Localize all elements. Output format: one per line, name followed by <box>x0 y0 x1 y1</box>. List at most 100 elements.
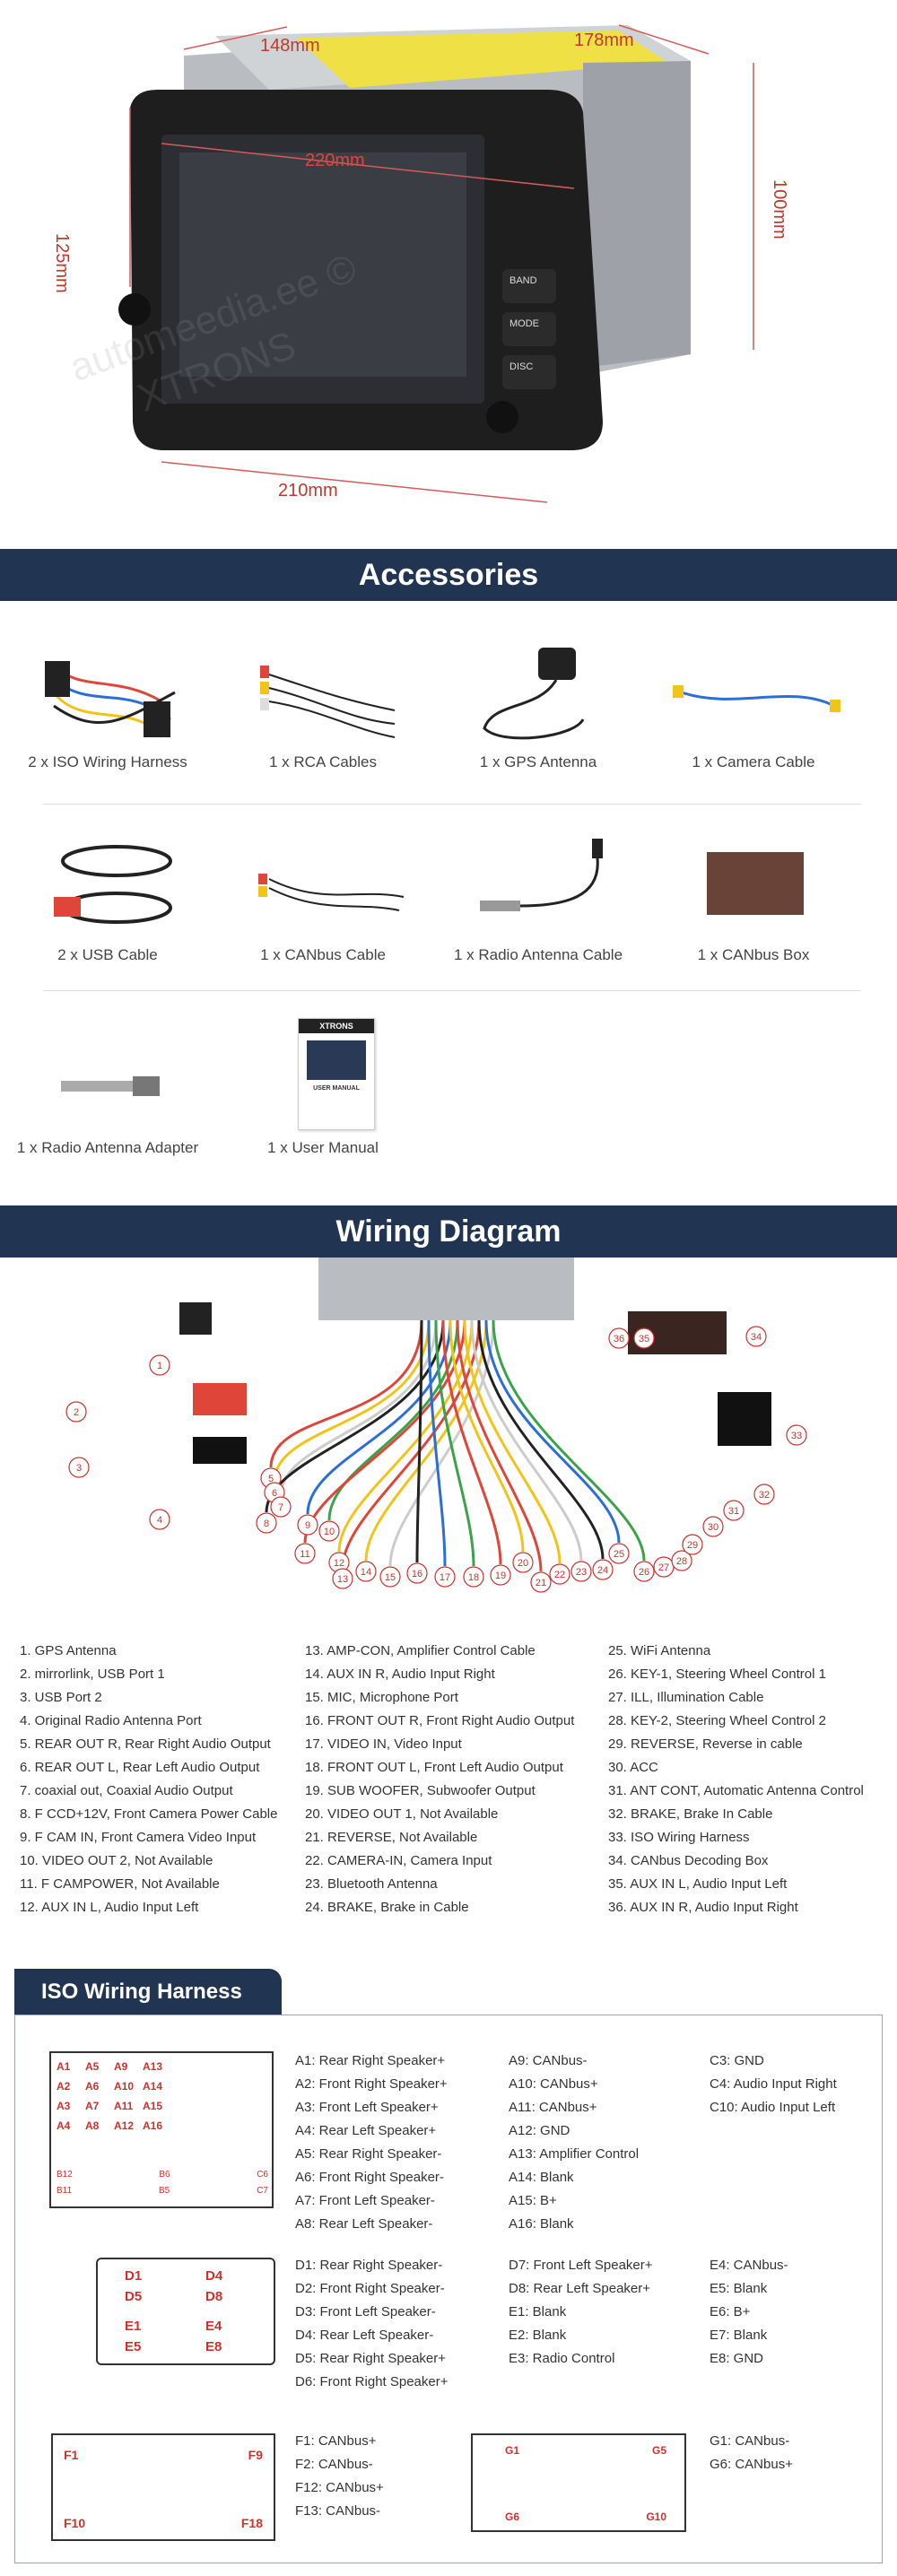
accessory-label: 1 x RCA Cables <box>269 753 377 770</box>
pin-label: G6 <box>505 2511 520 2523</box>
pin-label: A6 <box>85 2080 100 2093</box>
pin-desc: E6: B+ <box>710 2304 751 2319</box>
connector-b-row-1: B12 B6 C6 <box>57 2170 268 2180</box>
dim-face-width: 220mm <box>305 151 365 170</box>
pin-label: E4 <box>205 2319 222 2334</box>
pin-desc: E1: Blank <box>509 2304 567 2319</box>
pin-label: E5 <box>125 2339 142 2354</box>
wire <box>448 1319 525 1553</box>
legend-item: 24. BRAKE, Brake in Cable <box>305 1900 469 1915</box>
pin-label: A5 <box>85 2060 100 2073</box>
legend-item: 36. AUX IN R, Audio Input Right <box>608 1900 798 1915</box>
wiring-callout: 4 <box>149 1509 170 1530</box>
wiring-callout: 16 <box>406 1562 428 1584</box>
pin-label: F10 <box>64 2516 86 2530</box>
iso-harness-box: A1 A5 A9 A13 A2 A6 A10 A14 A3 A7 A11 A15… <box>14 2015 883 2563</box>
wiring-callout: 21 <box>530 1571 552 1593</box>
pin-list-d3: E4: CANbus- E5: Blank E6: B+ E7: Blank E… <box>710 2254 788 2371</box>
manual-cover-image <box>307 1040 366 1080</box>
wire <box>337 1319 474 1553</box>
svg-text:24: 24 <box>597 1565 608 1576</box>
accessories-banner: Accessories <box>0 549 897 601</box>
pin-desc: F13: CANbus- <box>295 2503 381 2519</box>
svg-text:36: 36 <box>614 1334 624 1345</box>
wiring-callout: 8 <box>256 1512 277 1534</box>
svg-text:32: 32 <box>759 1490 770 1501</box>
wiring-callout: 19 <box>490 1564 511 1586</box>
svg-text:14: 14 <box>361 1567 371 1578</box>
pin-desc: A14: Blank <box>509 2170 574 2185</box>
wiring-callout: 11 <box>294 1543 316 1564</box>
pin-label: A10 <box>114 2080 135 2093</box>
wiring-callout: 12 <box>328 1552 350 1573</box>
svg-text:29: 29 <box>687 1540 698 1551</box>
pin-label: B5 <box>159 2186 170 2196</box>
pin-label: A3 <box>57 2100 71 2112</box>
svg-text:35: 35 <box>639 1334 649 1345</box>
legend-item: 9. F CAM IN, Front Camera Video Input <box>20 1830 257 1845</box>
legend-item: 23. Bluetooth Antenna <box>305 1876 438 1892</box>
pin-label: G5 <box>651 2444 666 2457</box>
pin-desc: D6: Front Right Speaker+ <box>295 2374 448 2389</box>
pin-desc: A10: CANbus+ <box>509 2076 598 2092</box>
wiring-callout: 24 <box>592 1559 614 1580</box>
accessory-rca-cables: 1 x RCA Cables <box>215 639 431 809</box>
accessory-label: 1 x CANbus Cable <box>260 946 386 963</box>
pin-list-g: G1: CANbus- G6: CANbus+ <box>710 2430 793 2476</box>
user-manual-icon: XTRONS USER MANUAL <box>298 1018 375 1130</box>
wire <box>463 1319 562 1564</box>
pin-desc: D7: Front Left Speaker+ <box>509 2258 653 2273</box>
accessory-camera-cable: 1 x Camera Cable <box>646 639 861 809</box>
wiring-callout: 2 <box>65 1401 87 1423</box>
legend-item: 16. FRONT OUT R, Front Right Audio Outpu… <box>305 1713 575 1728</box>
svg-text:18: 18 <box>468 1572 479 1583</box>
accessory-iso-harness: 2 x ISO Wiring Harness <box>0 639 215 809</box>
dim-bottom-width: 210mm <box>278 481 338 500</box>
accessory-label: 1 x Camera Cable <box>692 753 815 770</box>
wiring-callout: 3 <box>68 1457 90 1478</box>
pin-label: A16 <box>143 2119 163 2132</box>
pin-desc: C3: GND <box>710 2053 764 2068</box>
legend-item: 26. KEY-1, Steering Wheel Control 1 <box>608 1667 826 1682</box>
legend-item: 4. Original Radio Antenna Port <box>20 1713 202 1728</box>
pin-label: A4 <box>57 2119 71 2132</box>
legend-item: 34. CANbus Decoding Box <box>608 1853 769 1868</box>
pin-label: D1 <box>125 2268 143 2284</box>
svg-text:22: 22 <box>554 1570 565 1580</box>
svg-text:19: 19 <box>495 1571 506 1581</box>
wiring-callout: 10 <box>318 1520 340 1542</box>
pin-label: A14 <box>143 2080 163 2093</box>
pin-label: D8 <box>205 2289 223 2304</box>
connector-g: G1 G5 G6 G10 <box>471 2433 686 2532</box>
wire <box>484 1319 621 1544</box>
pin-label: F1 <box>64 2448 79 2462</box>
svg-text:30: 30 <box>708 1522 718 1533</box>
pin-list-a3: C3: GND C4: Audio Input Right C10: Audio… <box>710 2049 837 2119</box>
legend-item: 17. VIDEO IN, Video Input <box>305 1736 462 1752</box>
wiring-callout: 29 <box>682 1534 703 1555</box>
legend-item: 10. VIDEO OUT 2, Not Available <box>20 1853 213 1868</box>
pin-label: A15 <box>143 2100 163 2112</box>
svg-text:25: 25 <box>614 1549 624 1560</box>
legend-item: 5. REAR OUT R, Rear Right Audio Output <box>20 1736 271 1752</box>
pin-label: C7 <box>257 2186 268 2196</box>
svg-text:10: 10 <box>324 1527 335 1537</box>
wiring-callout: 27 <box>653 1556 675 1578</box>
wiring-banner: Wiring Diagram <box>0 1205 897 1258</box>
pin-desc: A9: CANbus- <box>509 2053 588 2068</box>
svg-text:27: 27 <box>658 1562 669 1573</box>
pin-desc: E2: Blank <box>509 2328 567 2343</box>
pin-label: A13 <box>143 2060 163 2073</box>
svg-text:16: 16 <box>412 1569 422 1580</box>
svg-text:23: 23 <box>576 1567 587 1578</box>
dim-top-width: 148mm <box>260 36 320 56</box>
svg-text:20: 20 <box>518 1558 528 1569</box>
pin-desc: A7: Front Left Speaker- <box>295 2193 435 2208</box>
svg-text:4: 4 <box>157 1515 162 1526</box>
pin-label: D5 <box>125 2289 143 2304</box>
connector-b-row-2: B11 B5 C7 <box>57 2186 268 2196</box>
legend-item: 12. AUX IN L, Audio Input Left <box>20 1900 199 1915</box>
mode-button: MODE <box>509 318 539 329</box>
divider <box>43 804 861 805</box>
